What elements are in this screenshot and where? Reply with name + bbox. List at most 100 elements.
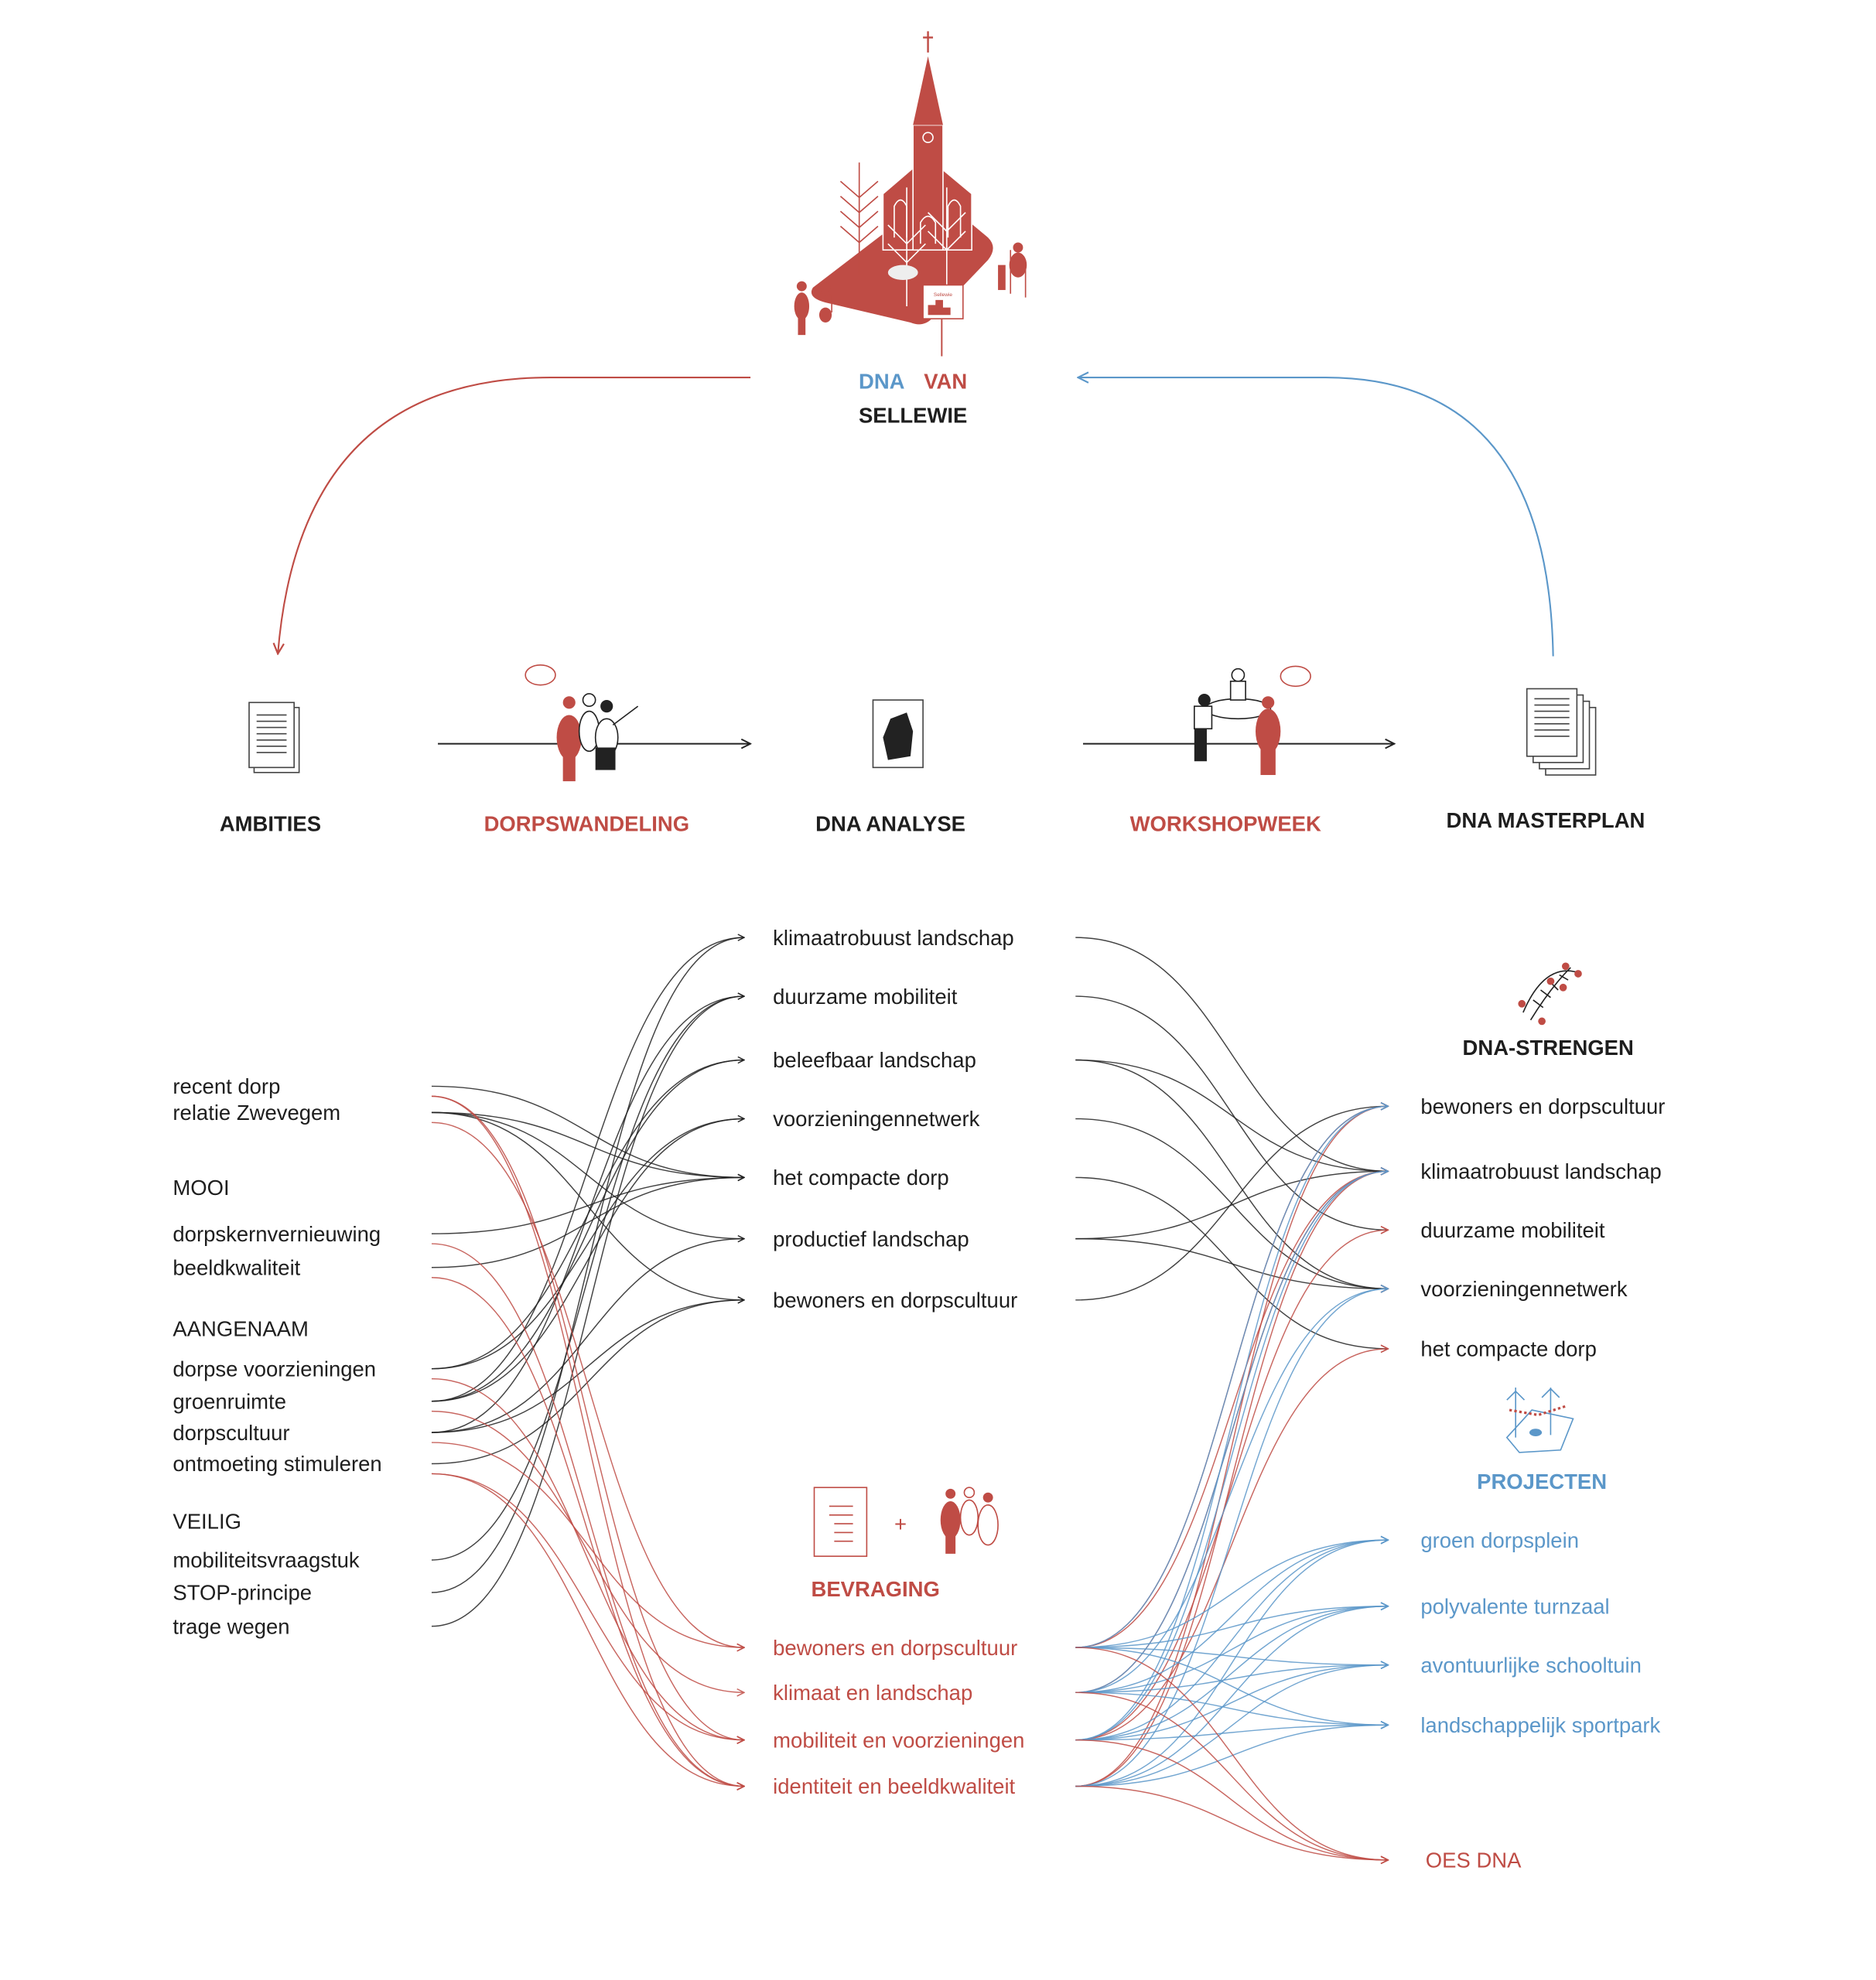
link-bevraging-project (1075, 1540, 1388, 1694)
ambitie-item: mobiliteitsvraagstuk (173, 1548, 359, 1572)
document-icon (248, 702, 300, 773)
workshop-people-icon (1194, 665, 1311, 776)
walking-people-icon (525, 664, 639, 782)
link-analyse-streng (1075, 1106, 1388, 1301)
link-ambitie-analyse (431, 1111, 744, 1177)
ambitie-item: MOOI (173, 1176, 229, 1200)
link-bevraging-streng-blue (1075, 1106, 1388, 1648)
feedback-arc-red (278, 377, 751, 654)
link-bevraging-oes (1075, 1785, 1388, 1859)
link-bevraging-project (1075, 1540, 1388, 1787)
link-bevraging-project (1075, 1540, 1388, 1741)
ambitie-item: groenruimte (173, 1389, 286, 1413)
link-bevraging-streng-blue (1075, 1171, 1388, 1741)
link-ambitie-analyse (431, 1118, 744, 1370)
town-sign-text: Sellewie (934, 292, 952, 298)
projecten-title: PROJECTEN (1477, 1470, 1607, 1494)
ambitie-item: recent dorp (173, 1074, 280, 1098)
connection-links (431, 937, 1388, 1860)
link-ambitie-analyse (431, 996, 744, 1627)
process-label-ambities: AMBITIES (220, 812, 321, 836)
link-ambitie-analyse (431, 1111, 744, 1238)
link-ambitie-analyse (431, 1085, 744, 1177)
link-bevraging-streng (1075, 1349, 1388, 1741)
survey-icon (813, 1487, 868, 1557)
bevraging-item: mobiliteit en voorzieningen (773, 1728, 1024, 1752)
link-bevraging-oes (1075, 1647, 1388, 1860)
analyse-item: klimaatrobuust landschap (773, 926, 1013, 950)
link-bevraging-streng (1075, 1171, 1388, 1648)
link-ambitie-analyse (431, 996, 744, 1561)
link-ambitie-analyse (431, 937, 744, 1402)
process-label-workshopweek: WORKSHOPWEEK (1130, 812, 1321, 836)
link-analyse-streng (1075, 1171, 1388, 1240)
link-ambitie-analyse (431, 1300, 744, 1465)
link-analyse-streng (1075, 1176, 1388, 1348)
link-analyse-streng (1075, 995, 1388, 1230)
link-bevraging-oes (1075, 1739, 1388, 1860)
link-ambitie-analyse (431, 1300, 744, 1433)
strengen-item: voorzieningennetwerk (1420, 1277, 1627, 1301)
link-bevraging-streng-blue (1075, 1289, 1388, 1694)
link-bevraging-project (1075, 1606, 1388, 1787)
link-bevraging-project (1075, 1647, 1388, 1725)
feedback-arc-blue (1078, 377, 1554, 657)
analyse-item: voorzieningennetwerk (773, 1107, 979, 1131)
link-ambitie-bevraging (431, 1473, 744, 1786)
process-label-dna-masterplan: DNA MASTERPLAN (1447, 808, 1645, 832)
link-ambitie-analyse (431, 1177, 744, 1234)
title-dna: DNA (859, 370, 905, 394)
bevraging-title: BEVRAGING (812, 1577, 940, 1601)
bevraging-item: identiteit en beeldkwaliteit (773, 1774, 1015, 1798)
link-ambitie-bevraging (431, 1243, 744, 1786)
link-bevraging-project (1075, 1692, 1388, 1725)
link-bevraging-streng (1075, 1106, 1388, 1787)
link-bevraging-project (1075, 1606, 1388, 1694)
link-ambitie-bevraging (431, 1276, 744, 1787)
bevraging-item: bewoners en dorpscultuur (773, 1636, 1017, 1660)
link-analyse-streng (1075, 1059, 1388, 1289)
residents-icon (940, 1487, 999, 1554)
link-ambitie-analyse (431, 996, 744, 1433)
link-ambitie-bevraging (431, 1473, 744, 1739)
link-bevraging-project (1075, 1647, 1388, 1665)
link-analyse-streng (1075, 1238, 1388, 1289)
link-ambitie-analyse (431, 1239, 744, 1433)
analyse-item: het compacte dorp (773, 1166, 949, 1190)
analyse-item: bewoners en dorpscultuur (773, 1289, 1017, 1313)
map-icon (872, 699, 924, 769)
project-item: landschappelijk sportpark (1420, 1713, 1660, 1737)
link-ambitie-bevraging (431, 1095, 744, 1786)
link-ambitie-bevraging (431, 1410, 744, 1693)
link-ambitie-bevraging (431, 1121, 744, 1647)
strengen-item: bewoners en dorpscultuur (1420, 1094, 1665, 1118)
link-analyse-streng (1075, 1059, 1388, 1172)
analyse-item: duurzame mobiliteit (773, 985, 958, 1009)
title-sellewie: SELLEWIE (859, 403, 967, 427)
analyse-item: productief landschap (773, 1227, 969, 1251)
link-ambitie-analyse (431, 1111, 744, 1299)
project-item: groen dorpsplein (1420, 1528, 1579, 1552)
analyse-item: beleefbaar landschap (773, 1048, 976, 1072)
link-ambitie-analyse (431, 937, 744, 1593)
ambitie-item: beeldkwaliteit (173, 1255, 300, 1279)
strengen-title: DNA-STRENGEN (1463, 1036, 1634, 1060)
link-bevraging-oes (1075, 1692, 1388, 1860)
ambitie-item: dorpse voorzieningen (173, 1357, 376, 1381)
link-bevraging-project (1075, 1725, 1388, 1741)
link-bevraging-streng (1075, 1171, 1388, 1787)
link-bevraging-streng-blue (1075, 1289, 1388, 1787)
ambitie-item: dorpscultuur (173, 1421, 289, 1445)
ambitie-item: ontmoeting stimuleren (173, 1452, 381, 1476)
link-bevraging-project (1075, 1665, 1388, 1787)
strengen-item: het compacte dorp (1420, 1337, 1597, 1361)
ambitie-item: trage wegen (173, 1614, 289, 1638)
link-ambitie-bevraging (431, 1442, 744, 1647)
plus-sign: + (894, 1512, 907, 1536)
strengen-item: klimaatrobuust landschap (1420, 1159, 1662, 1183)
project-item: avontuurlijke schooltuin (1420, 1653, 1642, 1677)
link-bevraging-streng (1075, 1230, 1388, 1741)
project-item: polyvalente turnzaal (1420, 1594, 1609, 1618)
